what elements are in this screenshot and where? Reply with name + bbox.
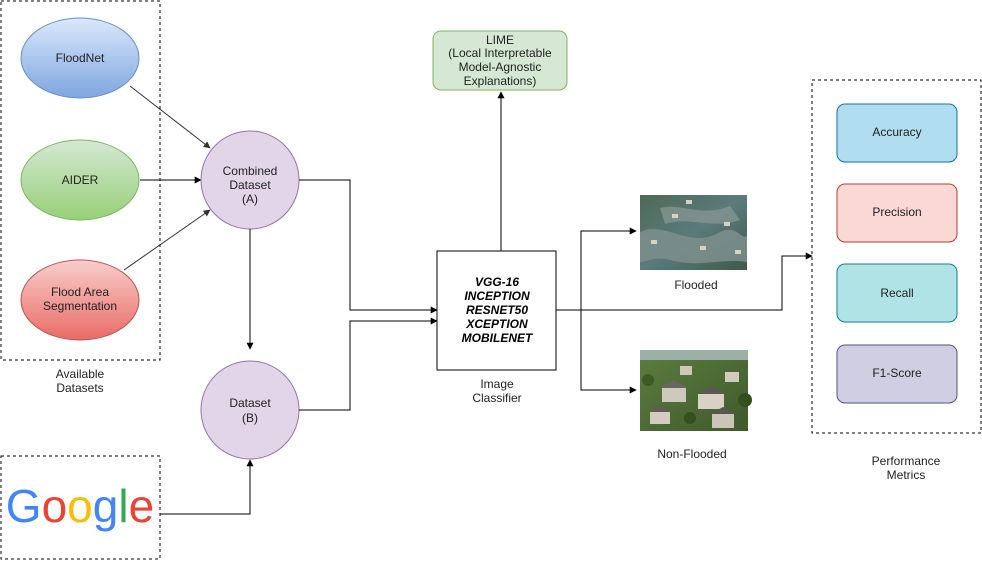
dataset-b-label-line2: (B) [242, 411, 258, 425]
arrow-google-datasetb [160, 459, 254, 515]
aider-node[interactable]: AIDER [20, 139, 140, 221]
floodnet-label: FloodNet [56, 51, 105, 65]
dataset-b-label-line1: Dataset [229, 396, 271, 410]
datasets-caption-line2: Datasets [56, 381, 103, 395]
floodnet-node[interactable]: FloodNet [20, 17, 140, 99]
arrow-floodnet-combined [129, 85, 211, 149]
metric-precision[interactable]: Precision [836, 183, 958, 243]
google-box [0, 455, 161, 560]
metric-accuracy-label: Accuracy [872, 125, 921, 139]
arrow-classifier-metrics [556, 252, 813, 311]
metric-precision-label: Precision [872, 205, 921, 219]
metric-recall[interactable]: Recall [836, 263, 958, 323]
metrics-caption-line2: Metrics [887, 468, 926, 482]
flooded-image [640, 195, 747, 270]
metrics-caption-line1: Performance [872, 454, 941, 468]
combined-dataset-node[interactable]: Combined Dataset (A) [200, 130, 300, 230]
arrow-combined-classifier [299, 179, 438, 314]
image-classifier-node[interactable]: VGG-16 INCEPTION RESNET50 XCEPTION MOBIL… [436, 250, 557, 371]
metric-f1[interactable]: F1-Score [836, 344, 958, 404]
arrow-classifier-flooded [556, 227, 637, 311]
arrow-floodarea-combined [123, 209, 211, 271]
metric-recall-label: Recall [880, 286, 913, 300]
flood-area-label-line1: Flood Area [51, 285, 109, 299]
flooded-label: Flooded [674, 278, 717, 292]
combined-label-line3: (A) [242, 192, 258, 206]
metric-accuracy[interactable]: Accuracy [836, 103, 958, 163]
lime-node[interactable]: LIME (Local Interpretable Model-Agnostic… [432, 30, 568, 91]
classifier-caption-line2: Classifier [472, 391, 521, 405]
flood-area-label-line2: Segmentation [43, 299, 117, 313]
model-vgg16: VGG-16 [475, 275, 519, 289]
lime-label-line3: Model-Agnostic [459, 60, 542, 74]
combined-label-line1: Combined [223, 164, 278, 178]
aider-label: AIDER [62, 173, 99, 187]
non-flooded-label: Non-Flooded [657, 447, 726, 461]
model-mobilenet: MOBILENET [462, 331, 534, 345]
model-resnet50: RESNET50 [466, 303, 528, 317]
lime-label-line4: Explanations) [464, 74, 537, 88]
metrics-group-box [811, 79, 982, 434]
flood-area-node[interactable]: Flood Area Segmentation [20, 259, 140, 341]
lime-label-line1: LIME [486, 33, 514, 47]
non-flooded-image [640, 350, 752, 431]
google-logo: Google [6, 480, 154, 532]
metric-f1-label: F1-Score [872, 366, 922, 380]
model-xception: XCEPTION [465, 317, 528, 331]
arrow-datasetb-classifier [299, 317, 438, 411]
datasets-caption-line1: Available [56, 367, 105, 381]
classifier-caption-line1: Image [480, 377, 514, 391]
combined-label-line2: Dataset [229, 178, 271, 192]
dataset-b-node[interactable]: Dataset (B) [200, 360, 300, 460]
lime-label-line2: (Local Interpretable [448, 46, 552, 60]
model-inception: INCEPTION [464, 289, 530, 303]
arrow-classifier-nonflooded [580, 310, 637, 394]
